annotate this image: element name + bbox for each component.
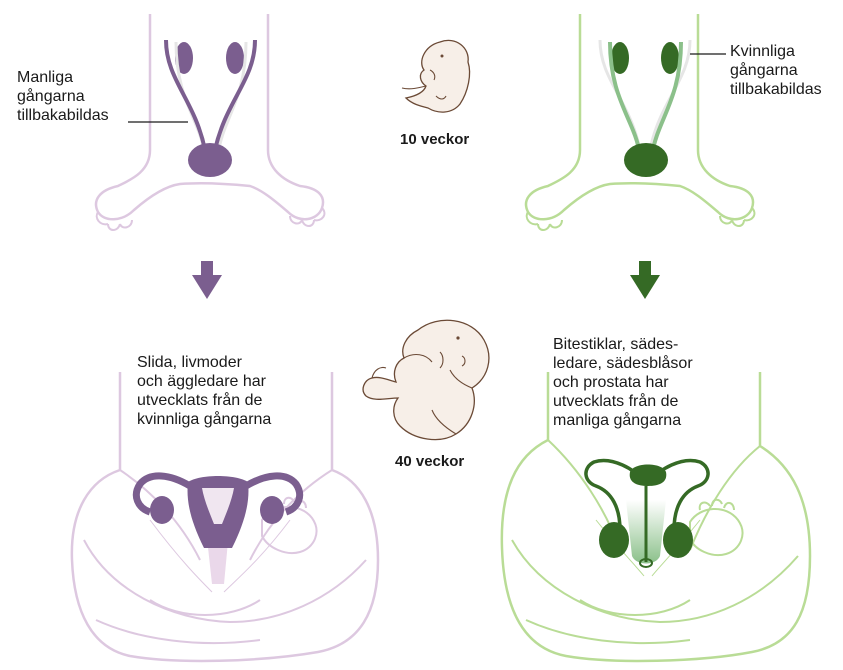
sinus-body — [188, 143, 232, 177]
embryo-10w-male-path — [526, 14, 754, 230]
seminal-vesicles — [630, 465, 667, 487]
arrow-down-right — [630, 261, 660, 299]
body-outline-top-left — [96, 14, 323, 219]
fetus-40w-icon — [363, 320, 489, 439]
label-female-result: Slida, livmoder och äggledare har utveck… — [137, 353, 271, 429]
label-male-ducts-regress: Manliga gångarna tillbakabildas — [17, 68, 109, 125]
epididymis-left — [599, 522, 629, 558]
label-male-result: Bitestiklar, sädes- ledare, sädesblåsor … — [553, 335, 693, 430]
embryo-10w-female-path — [96, 14, 324, 230]
label-40-weeks: 40 veckor — [395, 452, 464, 471]
label-female-ducts-regress: Kvinnliga gångarna tillbakabildas — [730, 42, 822, 99]
foot-bottom-right — [690, 500, 742, 555]
gonad-right — [226, 42, 244, 74]
label-10-weeks: 10 veckor — [400, 130, 469, 149]
arrow-down-left — [192, 261, 222, 299]
body-outline-top-right — [526, 14, 753, 219]
gonad-right-green — [661, 42, 679, 74]
epididymis-right — [663, 522, 693, 558]
fetus-10w-icon — [402, 40, 470, 112]
ovary-right — [260, 496, 284, 524]
sinus-body-green — [624, 143, 668, 177]
ovary-left — [150, 496, 174, 524]
